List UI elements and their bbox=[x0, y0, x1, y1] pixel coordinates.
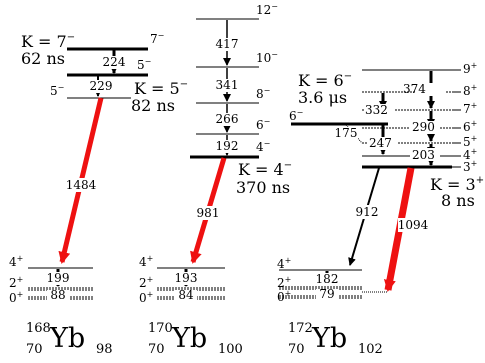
energy-417: 417 bbox=[216, 37, 239, 51]
spin-label: 6+ bbox=[463, 119, 477, 134]
svg-text:168: 168 bbox=[26, 321, 51, 336]
svg-text:172: 172 bbox=[288, 321, 313, 336]
svg-text:Yb: Yb bbox=[171, 323, 207, 354]
panel-170yb: 417 341 266 192 981 193 84 12− 10− 8− 6−… bbox=[139, 2, 292, 357]
spin-label: 3+ bbox=[463, 159, 477, 174]
spin-label: 2+ bbox=[139, 275, 153, 290]
energy-266: 266 bbox=[216, 112, 239, 126]
nucleus-label-168yb: 168 70 Yb 98 bbox=[26, 321, 113, 357]
spin-label: 0+ bbox=[139, 290, 153, 305]
isomer-k-label: K = 7− bbox=[21, 32, 75, 51]
spin-label: 4+ bbox=[9, 254, 23, 269]
isomer-lifetime: 82 ns bbox=[131, 96, 175, 115]
svg-text:102: 102 bbox=[358, 342, 383, 357]
energy-224: 224 bbox=[103, 55, 126, 69]
energy-199: 199 bbox=[47, 271, 70, 285]
isomer-lifetime: 370 ns bbox=[236, 178, 290, 197]
energy-88: 88 bbox=[50, 288, 65, 302]
spin-label: 4+ bbox=[463, 147, 477, 162]
spin-label: 7+ bbox=[463, 101, 477, 116]
spin-label: 4+ bbox=[139, 254, 153, 269]
spin-label: 10− bbox=[256, 50, 278, 65]
energy-374: 374 bbox=[403, 82, 426, 96]
isomer-k-label: K = 5− bbox=[134, 79, 188, 98]
energy-203: 203 bbox=[412, 148, 435, 162]
energy-175: 175 bbox=[335, 126, 358, 140]
energy-912: 912 bbox=[356, 205, 379, 219]
energy-290: 290 bbox=[412, 120, 435, 134]
energy-981: 981 bbox=[197, 206, 220, 220]
spin-label: 2+ bbox=[9, 275, 23, 290]
energy-1094: 1094 bbox=[398, 218, 429, 232]
isomer-lifetime: 3.6 μs bbox=[298, 88, 347, 107]
svg-text:100: 100 bbox=[218, 342, 243, 357]
spin-label: 2+ bbox=[277, 275, 291, 290]
svg-text:Yb: Yb bbox=[311, 323, 347, 354]
spin-label: 4− bbox=[256, 139, 270, 154]
spin-label: 0+ bbox=[277, 289, 291, 304]
svg-text:70: 70 bbox=[288, 342, 305, 357]
isomer-k-label: K = 3+ bbox=[430, 175, 484, 194]
energy-1484: 1484 bbox=[66, 178, 97, 192]
energy-332: 332 bbox=[365, 103, 388, 117]
isomer-k-label: K = 4− bbox=[238, 160, 292, 179]
energy-341: 341 bbox=[216, 78, 239, 92]
spin-label: 8+ bbox=[463, 83, 477, 98]
isomer-lifetime: 8 ns bbox=[441, 191, 475, 210]
svg-text:98: 98 bbox=[96, 342, 113, 357]
spin-label: 9+ bbox=[463, 61, 477, 76]
spin-label: 5− bbox=[50, 83, 64, 98]
spin-label: 4+ bbox=[277, 256, 291, 271]
spin-label: 6− bbox=[289, 108, 303, 123]
isomer-k-label: K = 6− bbox=[298, 71, 352, 90]
nucleus-label-172yb: 172 70 Yb 102 bbox=[288, 321, 383, 357]
panel-168yb: 224 229 1484 199 88 7− 5− 5− 4+ 2+ 0+ K … bbox=[9, 31, 188, 357]
svg-text:70: 70 bbox=[26, 342, 43, 357]
panel-172yb: 374 332 290 175 247 203 912 1094 182 79 … bbox=[277, 61, 484, 357]
spin-label: 5+ bbox=[463, 134, 477, 149]
energy-182: 182 bbox=[316, 272, 339, 286]
spin-label: 5− bbox=[137, 57, 151, 72]
energy-79: 79 bbox=[319, 287, 334, 301]
svg-text:170: 170 bbox=[148, 321, 173, 336]
isomer-lifetime: 62 ns bbox=[21, 49, 65, 68]
spin-label: 7− bbox=[150, 31, 164, 46]
svg-text:Yb: Yb bbox=[49, 323, 85, 354]
energy-192: 192 bbox=[216, 139, 239, 153]
spin-label: 6− bbox=[256, 117, 270, 132]
energy-193: 193 bbox=[175, 271, 198, 285]
energy-84: 84 bbox=[178, 288, 194, 302]
spin-label: 12− bbox=[256, 2, 278, 17]
spin-label: 0+ bbox=[9, 290, 23, 305]
spin-label: 8− bbox=[256, 86, 270, 101]
nucleus-label-170yb: 170 70 Yb 100 bbox=[148, 321, 243, 357]
energy-247: 247 bbox=[369, 136, 392, 150]
svg-text:70: 70 bbox=[148, 342, 165, 357]
energy-229: 229 bbox=[90, 79, 113, 93]
